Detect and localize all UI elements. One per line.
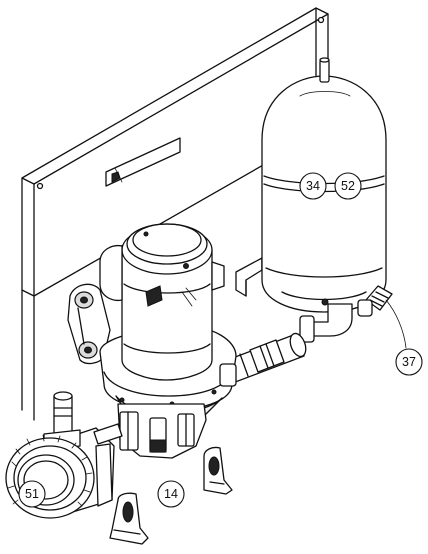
motor-screw [143, 231, 149, 237]
pump-mount-bracket [67, 283, 111, 365]
pump-motor [99, 223, 225, 381]
mounting-clip-left [109, 492, 149, 545]
callout-37-label: 37 [402, 355, 416, 369]
callout-52: 52 [334, 172, 362, 200]
leader-line-37 [385, 299, 407, 349]
tank-valve-stem [319, 59, 330, 83]
callout-14-label: 14 [164, 487, 178, 501]
callout-52-label: 52 [341, 179, 355, 193]
label-plate [105, 137, 181, 187]
tank-elbow-fitting [299, 303, 353, 343]
accumulator-tank [261, 57, 387, 313]
callout-34-label: 34 [306, 179, 320, 193]
callout-51: 51 [18, 480, 46, 508]
tank-outlet [321, 298, 329, 306]
callout-14: 14 [157, 480, 185, 508]
mounting-clip-right [203, 446, 233, 495]
motor-label-mark [145, 285, 163, 307]
panel-screw-hole [317, 16, 325, 24]
panel-screw-hole [36, 182, 44, 190]
callout-37: 37 [395, 348, 423, 376]
callout-51-label: 51 [25, 487, 39, 501]
barbed-port-37 [357, 285, 393, 317]
pipe-connection [221, 332, 307, 385]
strainer-51 [5, 391, 123, 519]
pump-lower-body [117, 403, 207, 459]
callout-34: 34 [299, 172, 327, 200]
